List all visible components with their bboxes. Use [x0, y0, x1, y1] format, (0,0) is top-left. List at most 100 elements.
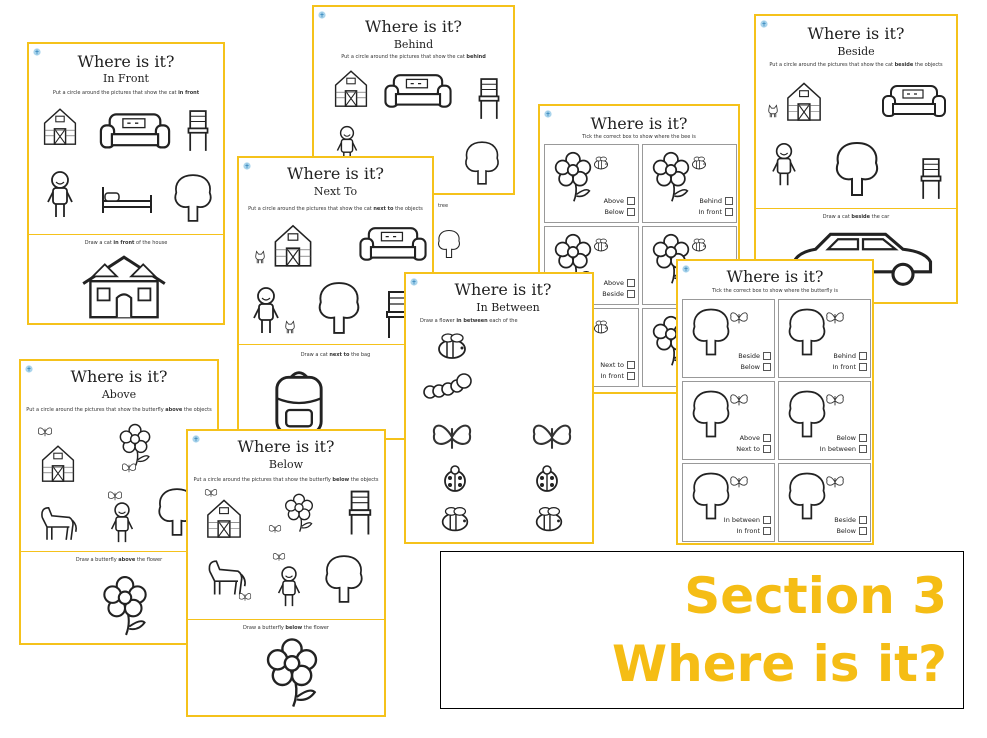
tick-checkbox[interactable] — [763, 527, 771, 535]
worksheet-subtitle: Above — [101, 388, 137, 401]
butterfly-picture — [825, 392, 845, 408]
option-label: In front — [736, 527, 760, 535]
worksheet-subtitle: In Between — [476, 301, 540, 314]
cat-picture — [253, 250, 267, 264]
worksheet-instruction: Put a circle around the pictures that sh… — [341, 54, 486, 60]
option-label: In front — [600, 372, 624, 380]
tick-checkbox[interactable] — [859, 445, 867, 453]
worksheet-title: Where is it? — [287, 164, 384, 183]
option-label: Below — [836, 527, 856, 535]
option-label: In between — [819, 445, 856, 453]
option-label: Next to — [736, 445, 760, 453]
worksheet-title: Where is it? — [365, 17, 462, 36]
draw-instruction: Draw a butterfly above the flower — [75, 557, 163, 563]
option-label: Behind — [833, 352, 856, 360]
divider — [21, 551, 217, 552]
worksheet-title: Where is it? — [590, 114, 688, 133]
worksheet-below: Where is it? Below Put a circle around t… — [186, 429, 386, 717]
butterfly-picture — [121, 461, 137, 475]
flower-picture — [280, 493, 318, 533]
flower-picture — [258, 637, 326, 709]
butterfly-picture — [729, 474, 749, 490]
ladybird-picture — [532, 464, 562, 494]
worksheet-subtitle: In Front — [103, 72, 149, 85]
tick-checkbox[interactable] — [627, 197, 635, 205]
divider — [188, 619, 384, 620]
tree-picture — [832, 136, 882, 202]
tick-checkbox[interactable] — [763, 352, 771, 360]
option-label: In front — [832, 363, 856, 371]
tree-picture — [315, 278, 363, 338]
tick-checkbox[interactable] — [763, 516, 771, 524]
tick-checkbox[interactable] — [859, 352, 867, 360]
tick-checkbox[interactable] — [763, 445, 771, 453]
bee-picture — [530, 504, 568, 534]
boy-picture — [276, 565, 302, 609]
worksheet-title: Where is it? — [70, 367, 168, 386]
worksheet-in-front: Where is it? In Front Put a circle aroun… — [27, 42, 225, 325]
worksheet-title: Where is it? — [454, 280, 552, 299]
worksheet-subtitle: Next To — [313, 185, 358, 198]
tick-checkbox[interactable] — [859, 516, 867, 524]
butterfly-picture — [238, 591, 252, 603]
bed-picture — [97, 174, 157, 220]
cat-picture — [283, 320, 297, 334]
tick-checkbox[interactable] — [859, 527, 867, 535]
bee-picture — [689, 237, 709, 253]
worksheet-instruction: Put a circle around the pictures that sh… — [26, 407, 212, 413]
tree-picture — [171, 170, 215, 226]
divider — [239, 344, 432, 345]
butterfly-picture — [825, 310, 845, 326]
chair-picture — [918, 156, 944, 202]
backpack-picture — [269, 368, 329, 438]
barn-picture — [202, 493, 246, 543]
barn-picture — [39, 102, 81, 150]
butterfly-picture — [268, 523, 282, 535]
option-label: Below — [740, 363, 760, 371]
worksheet-beside: Where is it? Beside Put a circle around … — [754, 14, 958, 304]
option-label: Below — [836, 434, 856, 442]
worksheet-title: Where is it? — [726, 267, 824, 286]
tick-checkbox[interactable] — [859, 434, 867, 442]
tick-checkbox[interactable] — [763, 434, 771, 442]
flower-picture — [649, 151, 693, 203]
worksheet-in-between: Where is it? In Between Draw a flower in… — [404, 272, 594, 544]
boy-picture — [770, 142, 798, 188]
worksheet-instruction: Tick the correct box to show where the b… — [712, 288, 838, 294]
tick-checkbox[interactable] — [627, 372, 635, 380]
option-label: Beside — [602, 290, 624, 298]
tick-checkbox[interactable] — [725, 197, 733, 205]
tree-picture — [689, 306, 733, 358]
tick-checkbox[interactable] — [725, 208, 733, 216]
tree-fragment — [436, 220, 462, 268]
tick-checkbox[interactable] — [859, 363, 867, 371]
sofa-picture — [878, 82, 950, 122]
barn-picture — [330, 65, 372, 111]
option-label: Behind — [699, 197, 722, 205]
tree-picture — [785, 470, 829, 522]
tick-checkbox[interactable] — [627, 208, 635, 216]
option-label: Beside — [834, 516, 856, 524]
tick-checkbox[interactable] — [627, 361, 635, 369]
draw-instruction: Draw a cat beside the car — [822, 214, 890, 220]
worksheet-above: Where is it? Above Put a circle around t… — [19, 359, 219, 645]
sofa-picture — [95, 110, 175, 154]
tick-checkbox[interactable] — [627, 290, 635, 298]
option-label: Next to — [600, 361, 624, 369]
worksheet-tick-butterfly: Where is it? Tick the correct box to sho… — [676, 259, 874, 545]
worksheet-instruction: Put a circle around the pictures that sh… — [769, 62, 943, 68]
worksheet-instruction: Tick the correct box to show where the b… — [582, 134, 696, 140]
boy-picture — [251, 286, 281, 336]
sofa-picture — [355, 224, 431, 266]
ladybird-picture — [440, 464, 470, 494]
tree-picture — [785, 306, 829, 358]
tick-checkbox[interactable] — [627, 279, 635, 287]
bee-picture — [591, 155, 611, 171]
tick-checkbox[interactable] — [763, 363, 771, 371]
section-number: Section 3 — [684, 567, 947, 625]
option-label: Above — [603, 197, 624, 205]
tree-picture — [689, 388, 733, 440]
worksheet-instruction: Put a circle around the pictures that sh… — [52, 90, 200, 96]
option-label: Above — [603, 279, 624, 287]
